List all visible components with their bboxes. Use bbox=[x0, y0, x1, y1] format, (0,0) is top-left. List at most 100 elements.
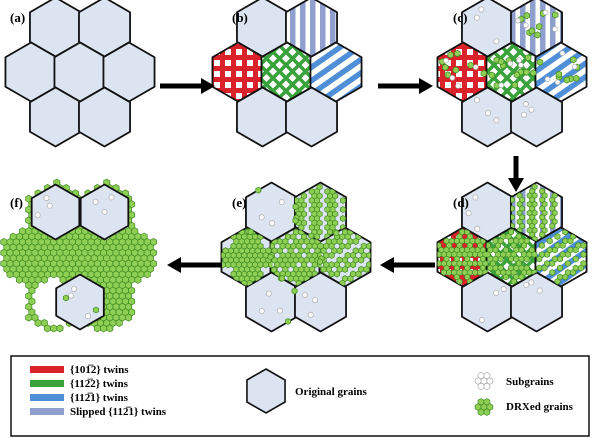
legend-twin-1012: {101̅2} twins bbox=[70, 364, 129, 376]
drx-grain bbox=[363, 265, 370, 273]
drx-grain bbox=[570, 269, 577, 276]
arrow-a-to-b-head bbox=[201, 78, 215, 94]
drx-grain bbox=[472, 260, 479, 267]
drx-grain bbox=[134, 275, 142, 284]
subgrain bbox=[465, 210, 472, 217]
drx-grain bbox=[557, 255, 564, 263]
cell-e-C bbox=[270, 228, 322, 287]
subgrain bbox=[544, 76, 551, 82]
subgrain bbox=[70, 285, 77, 292]
drx-grain bbox=[536, 264, 543, 272]
drx-grain bbox=[541, 264, 548, 272]
drx-grain bbox=[50, 324, 58, 333]
arrow-c-to-d bbox=[508, 156, 524, 192]
cell-e-BR bbox=[301, 292, 319, 318]
drx-grain bbox=[488, 71, 495, 79]
arrow-d-to-e-head bbox=[380, 257, 394, 273]
drx-grain bbox=[444, 71, 451, 79]
cell-e-BL bbox=[258, 290, 283, 315]
drx-grain bbox=[508, 255, 515, 263]
drx-grain bbox=[43, 324, 51, 333]
subgrain bbox=[474, 225, 481, 232]
drx-grain bbox=[534, 31, 541, 39]
drx-grain bbox=[523, 68, 530, 76]
subgrain bbox=[307, 311, 314, 318]
legend-twin-1122: {112̅2} twins bbox=[70, 378, 129, 390]
drx-grain bbox=[271, 266, 277, 274]
panel-e-structures bbox=[221, 183, 371, 325]
drx-grain bbox=[572, 246, 579, 254]
drx-grain bbox=[549, 222, 556, 230]
legend-swatch-green bbox=[30, 380, 64, 387]
subgrain bbox=[493, 289, 500, 296]
drx-grain bbox=[366, 251, 371, 259]
subgrain bbox=[559, 50, 566, 57]
drx-grain bbox=[115, 318, 123, 328]
panel-label-a: (a) bbox=[10, 10, 25, 25]
legend-swatch-slipped bbox=[30, 408, 64, 415]
drx-grain bbox=[93, 306, 99, 314]
cell-c-R bbox=[536, 50, 581, 86]
drx-grain bbox=[56, 324, 64, 333]
panel-c-structures bbox=[439, 6, 581, 124]
subgrain bbox=[265, 290, 272, 297]
legend-twin-1121: {112̅1} twins bbox=[70, 392, 129, 404]
cell-c-BL bbox=[473, 97, 500, 124]
drx-grain bbox=[452, 66, 459, 74]
drx-grain bbox=[255, 186, 262, 194]
subgrain bbox=[485, 110, 492, 117]
cell-d-BR bbox=[523, 279, 543, 294]
drx-grain bbox=[477, 269, 484, 276]
drx-grain bbox=[472, 251, 479, 258]
cell-c-TL bbox=[473, 6, 500, 45]
subgrain bbox=[278, 199, 285, 206]
legend-swatch-red bbox=[30, 366, 64, 373]
drx-grain bbox=[536, 58, 544, 66]
legend-subgrain-circle bbox=[483, 382, 491, 390]
drx-grain bbox=[93, 324, 101, 333]
legend-original-grains: Original grains bbox=[295, 386, 368, 398]
subgrain bbox=[276, 307, 283, 314]
drx-grain bbox=[526, 269, 533, 276]
drx-grain bbox=[523, 12, 530, 20]
drx-grain bbox=[358, 256, 365, 264]
drx-grain bbox=[544, 251, 551, 258]
subgrain bbox=[552, 26, 558, 32]
drx-grain bbox=[536, 255, 543, 263]
subgrain bbox=[312, 297, 319, 304]
legend-swatch-blue bbox=[30, 394, 64, 401]
arrow-a-to-b bbox=[160, 78, 215, 94]
grain-e-BR bbox=[294, 271, 347, 333]
drx-grain bbox=[467, 61, 474, 69]
subgrain bbox=[301, 292, 308, 299]
drx-grain bbox=[510, 196, 515, 204]
subgrain bbox=[258, 308, 265, 315]
subgrain bbox=[68, 292, 75, 299]
legend-subgrain-circle bbox=[477, 382, 485, 390]
subgrain bbox=[493, 117, 500, 124]
drx-grain bbox=[320, 265, 327, 273]
subgrain bbox=[472, 64, 479, 70]
cell-f-TL bbox=[34, 195, 53, 219]
drx-grain bbox=[34, 318, 42, 328]
cell-c-BR bbox=[521, 100, 535, 118]
subgrain bbox=[528, 279, 535, 286]
drx-grain bbox=[125, 313, 132, 322]
drx-grain bbox=[502, 273, 509, 281]
subgrain bbox=[472, 194, 479, 201]
arrow-b-to-c-head bbox=[419, 78, 433, 94]
drx-grain bbox=[564, 260, 571, 267]
drx-grain bbox=[577, 264, 584, 272]
panel-f-structures bbox=[0, 178, 157, 333]
drx-grain bbox=[549, 260, 556, 267]
drx-grain bbox=[352, 237, 359, 245]
subgrain bbox=[258, 214, 265, 221]
drx-grain bbox=[340, 206, 346, 213]
subgrain bbox=[516, 57, 522, 64]
grain-b-BR bbox=[285, 86, 338, 148]
drx-grain bbox=[340, 215, 346, 222]
subgrain bbox=[522, 100, 529, 107]
drx-grain bbox=[336, 247, 343, 255]
drx-grain bbox=[350, 261, 357, 269]
